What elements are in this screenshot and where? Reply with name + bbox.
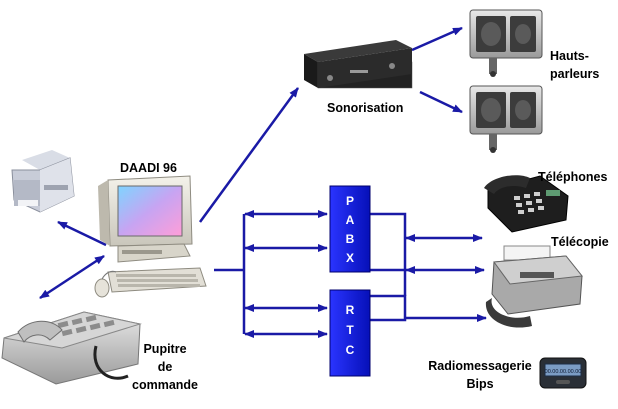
desktop-computer-icon	[94, 175, 207, 298]
label-telephones: Téléphones	[538, 170, 608, 184]
rtc-letter-2: T	[346, 323, 354, 337]
speaker-icon	[469, 9, 543, 153]
label-pupitre-2: de	[158, 360, 173, 374]
pager-icon: 00.00.00.00.00	[539, 357, 587, 389]
arrow-computer-console	[39, 254, 105, 300]
link-rtc-right	[370, 294, 407, 322]
label-hauts-1: Hauts-	[550, 49, 589, 63]
telephone-icon	[484, 175, 569, 233]
label-hauts-2: parleurs	[550, 67, 599, 81]
rtc-letter-1: R	[346, 303, 355, 317]
arrow-amplifier-to-speaker-bottom	[419, 90, 463, 114]
arrow-computer-to-printer	[57, 220, 107, 247]
label-telecopie: Télécopie	[551, 235, 609, 249]
rtc-box: R T C	[329, 289, 371, 377]
label-daadi: DAADI 96	[120, 161, 177, 175]
pabx-box: P A B X	[329, 185, 371, 273]
amplifier-icon	[304, 40, 413, 89]
pabx-letter-4: X	[346, 251, 354, 265]
pabx-letter-2: A	[346, 213, 355, 227]
fax-machine-icon	[485, 245, 583, 328]
label-pupitre-3: commande	[132, 378, 198, 392]
arrow-computer-to-amplifier	[198, 87, 300, 223]
label-radio-1: Radiomessagerie	[428, 359, 532, 373]
connectors	[39, 26, 487, 338]
label-pupitre-1: Pupitre	[143, 342, 186, 356]
label-radio-2: Bips	[466, 377, 493, 391]
pager-display: 00.00.00.00.00	[545, 369, 582, 375]
speaker-top	[469, 9, 543, 77]
printer-icon	[11, 150, 75, 213]
pabx-letter-3: B	[346, 232, 355, 246]
link-pabx-right	[370, 212, 407, 272]
desk-console-icon	[1, 311, 142, 385]
arrow-amplifier-to-speaker-top	[411, 26, 463, 52]
pabx-letter-1: P	[346, 194, 354, 208]
speaker-bottom	[469, 85, 543, 153]
rtc-letter-3: C	[346, 343, 355, 357]
label-sonorisation: Sonorisation	[327, 101, 403, 115]
